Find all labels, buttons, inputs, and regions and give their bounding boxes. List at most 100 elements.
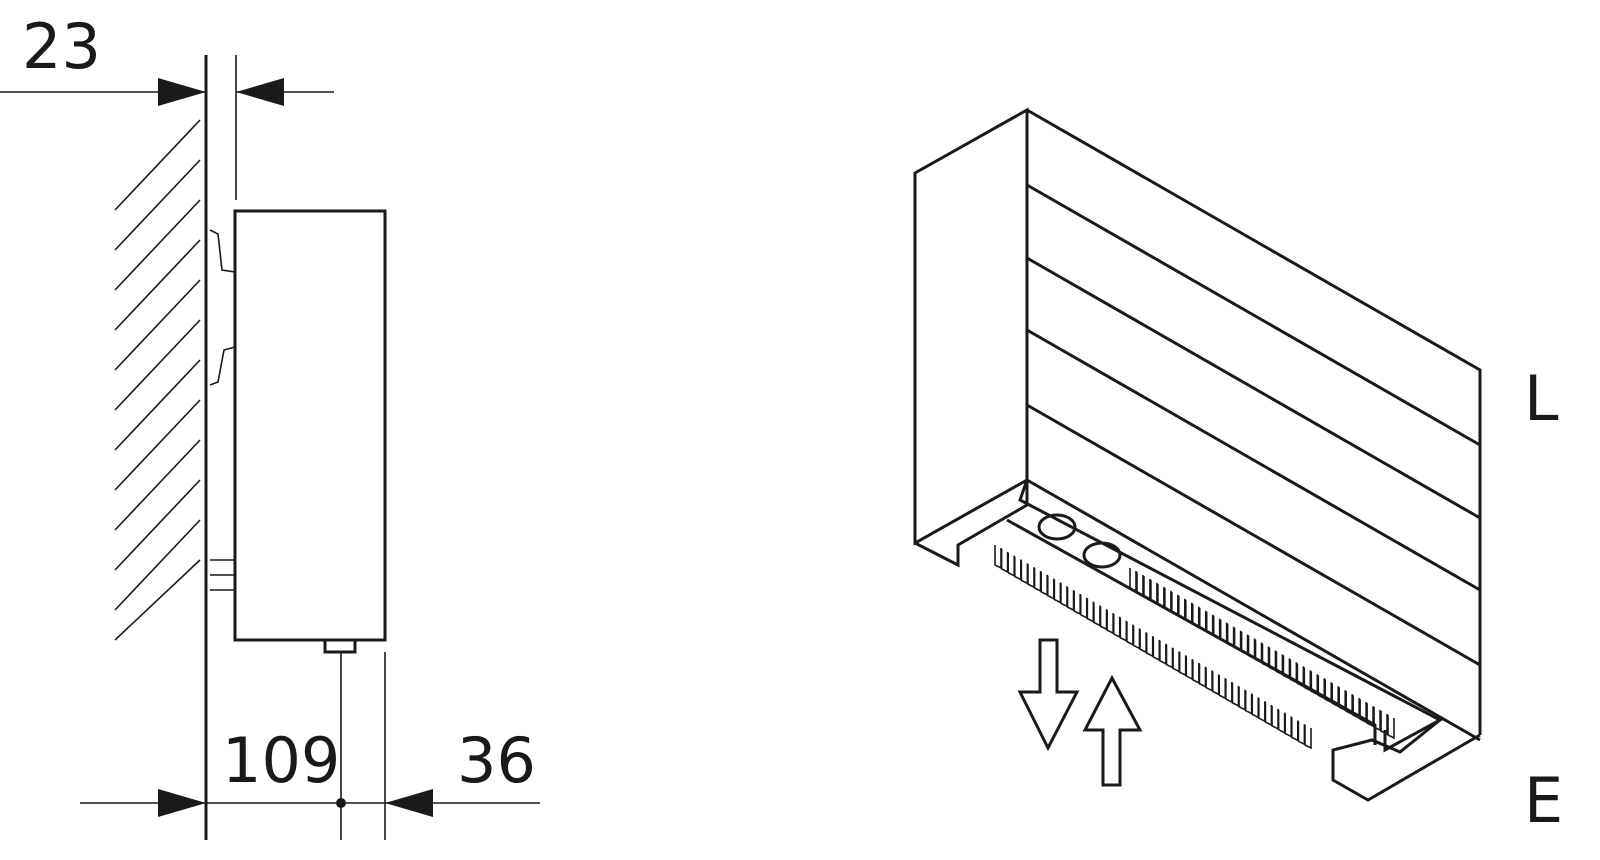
dimension-23: 23 <box>22 10 101 83</box>
fin <box>1219 619 1228 644</box>
fin <box>1226 623 1235 648</box>
wall-hatch <box>114 119 201 641</box>
fin <box>1251 694 1260 719</box>
hatch-line <box>114 359 201 451</box>
fin <box>1205 667 1213 692</box>
fin <box>1261 643 1270 668</box>
arrow-right-icon <box>158 78 206 106</box>
hatch-line <box>114 159 201 251</box>
isometric-view: L E <box>913 107 1563 837</box>
hatch-line <box>114 199 201 291</box>
fin <box>1303 667 1312 692</box>
fin <box>1205 611 1214 636</box>
fin <box>1345 691 1353 716</box>
fin <box>1289 659 1298 684</box>
fin <box>1119 617 1128 643</box>
fin <box>1291 717 1299 742</box>
hatch-line <box>114 119 201 211</box>
fin <box>1185 656 1194 681</box>
fin <box>1317 675 1326 700</box>
fin <box>1352 695 1360 720</box>
top-edge <box>1026 108 1482 735</box>
fin <box>1254 639 1263 664</box>
fin <box>1027 564 1035 589</box>
hatch-line <box>114 319 201 411</box>
fin <box>1046 575 1055 600</box>
fin <box>1191 603 1200 629</box>
arrow-up-icon <box>1082 674 1143 787</box>
slat-line <box>1026 328 1481 592</box>
fin <box>1268 647 1277 672</box>
fin <box>1086 598 1095 623</box>
fin <box>1020 560 1029 585</box>
slat-line <box>1026 478 1481 742</box>
fin <box>1304 725 1312 750</box>
fin <box>1184 599 1193 625</box>
fin <box>1258 698 1266 723</box>
fin <box>1145 633 1154 658</box>
fin <box>1079 594 1088 620</box>
fin <box>1152 636 1161 662</box>
slat-line <box>1026 403 1481 667</box>
dimension-36: 36 <box>457 724 536 797</box>
fin <box>1359 699 1367 724</box>
hatch-line <box>114 399 201 491</box>
fin <box>1271 705 1279 731</box>
arrow-left-icon <box>236 78 284 106</box>
hatch-line <box>114 479 201 571</box>
dimension-109: 109 <box>222 724 340 797</box>
fin <box>1000 548 1009 574</box>
fin <box>1093 602 1101 627</box>
hatch-line <box>114 559 201 641</box>
fin <box>1380 711 1388 736</box>
fin <box>1284 713 1293 738</box>
fin <box>1171 591 1179 617</box>
pipe-connection <box>1037 513 1077 541</box>
valve <box>323 638 357 654</box>
label-E: E <box>1524 764 1563 837</box>
hatch-line <box>114 519 201 611</box>
arrow-down-icon <box>1017 638 1080 752</box>
fin <box>1073 590 1081 616</box>
fin <box>1331 683 1340 708</box>
side-view: 23 109 36 <box>0 10 540 840</box>
fin <box>1338 687 1346 712</box>
fin <box>1387 715 1395 740</box>
fin <box>1198 607 1207 633</box>
fin <box>1172 648 1180 673</box>
fin <box>1178 652 1187 677</box>
fin <box>1211 671 1220 696</box>
fin <box>1066 587 1075 612</box>
fin <box>1143 575 1151 601</box>
fin <box>1225 679 1233 704</box>
end-bottom <box>914 480 1029 568</box>
fin <box>1013 556 1022 581</box>
fin <box>1178 595 1186 621</box>
fin <box>1033 567 1042 593</box>
pipe-connection <box>1082 541 1122 569</box>
hatch-line <box>114 279 201 371</box>
fin <box>1164 587 1172 613</box>
fin <box>1297 721 1306 746</box>
fin <box>1053 579 1062 604</box>
fin <box>994 545 1002 570</box>
label-L: L <box>1524 362 1559 435</box>
fin <box>1366 703 1374 728</box>
fin <box>1264 702 1273 727</box>
fin <box>1099 606 1108 631</box>
fin <box>1277 709 1286 734</box>
fin <box>1007 552 1015 577</box>
slat-line <box>1026 183 1481 447</box>
fin <box>1240 631 1249 656</box>
fin <box>1231 682 1240 708</box>
fin <box>1282 655 1291 680</box>
arrow-left-icon <box>385 789 433 817</box>
fin <box>1373 707 1381 732</box>
wall-bracket <box>209 229 236 591</box>
fin <box>1112 613 1121 639</box>
fin <box>1275 651 1284 676</box>
front-slats <box>1026 183 1481 742</box>
fin <box>1244 690 1253 715</box>
fin <box>1157 583 1165 609</box>
